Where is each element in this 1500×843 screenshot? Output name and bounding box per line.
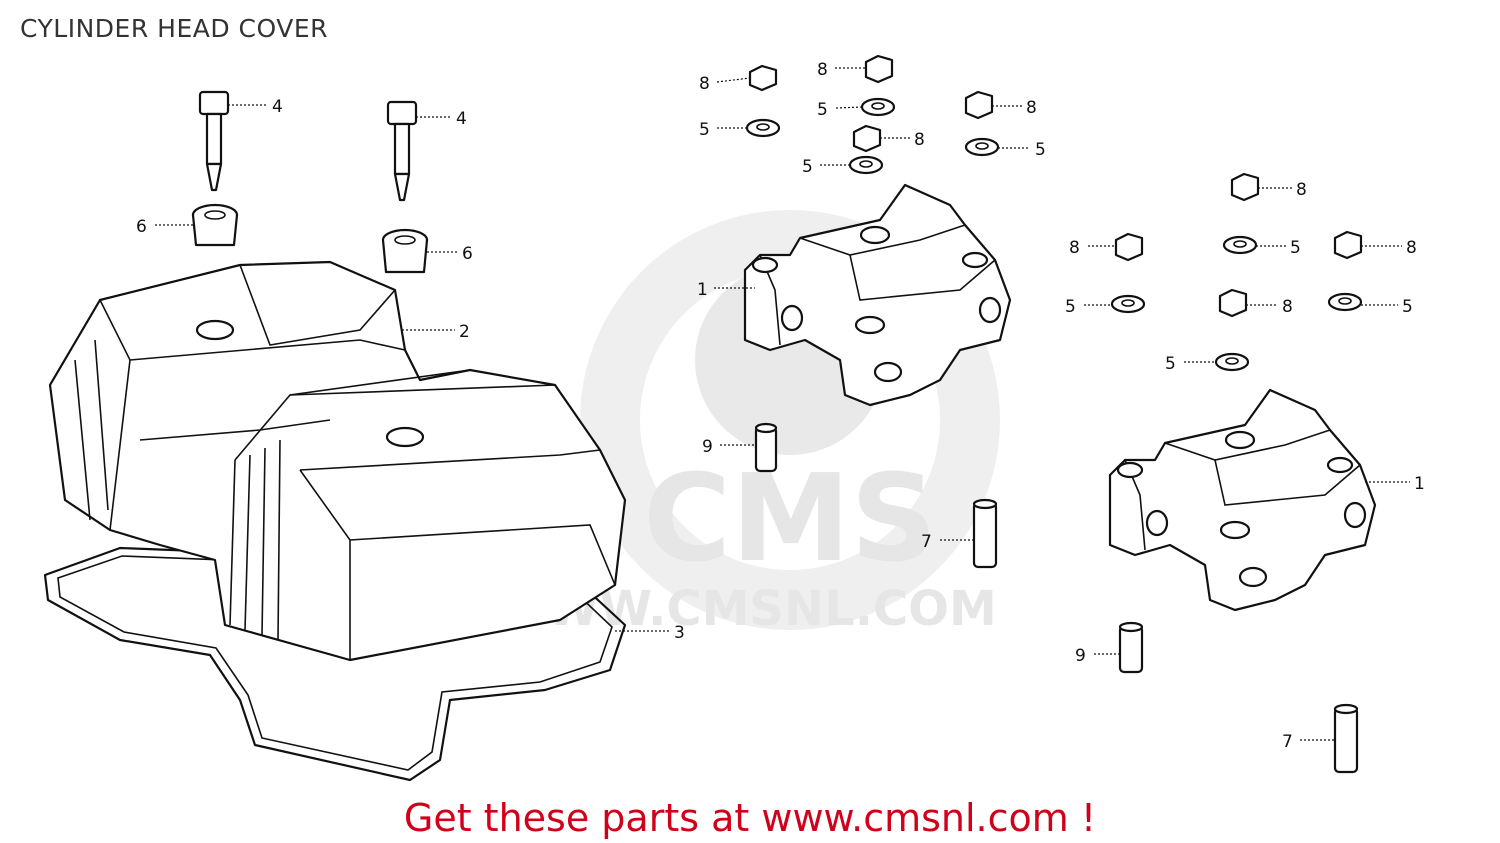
callout-8d: 8	[914, 130, 925, 150]
grommet-part-6-left[interactable]	[191, 203, 239, 247]
nut-part-8-e[interactable]	[1230, 172, 1260, 202]
diagram-title: CYLINDER HEAD COVER	[20, 14, 329, 43]
callout-6a: 6	[136, 217, 147, 237]
callouts: 4 4 6 6 2 3 8 8 5 5 8 8 5 5 1 9 7 8 8 5 …	[136, 60, 1425, 752]
callout-9b: 9	[1075, 646, 1086, 666]
callout-7b: 7	[1282, 732, 1293, 752]
rocker-holder-part-1-lower[interactable]	[1108, 388, 1377, 612]
watermark-brand: CMS	[643, 450, 937, 589]
callout-3: 3	[674, 623, 685, 643]
dowel-pin-part-9-a[interactable]	[754, 422, 778, 473]
nut-part-8-b[interactable]	[864, 54, 894, 84]
callout-4a: 4	[272, 97, 283, 117]
callout-5f: 5	[1065, 297, 1076, 317]
bolt-part-4-right[interactable]	[386, 100, 418, 202]
bolt-part-4-left[interactable]	[198, 90, 230, 192]
callout-6b: 6	[462, 244, 473, 264]
callout-8c: 8	[1026, 98, 1037, 118]
grommet-part-6-right[interactable]	[381, 228, 429, 274]
callout-5g: 5	[1402, 297, 1413, 317]
callout-8g: 8	[1406, 238, 1417, 258]
callout-5a: 5	[699, 120, 710, 140]
rocker-holder-part-1-upper[interactable]	[743, 183, 1012, 407]
callout-8b: 8	[817, 60, 828, 80]
washer-part-5-h[interactable]	[1214, 352, 1250, 372]
dowel-pin-part-7-a[interactable]	[972, 498, 998, 569]
washer-part-5-c[interactable]	[964, 137, 1000, 157]
washer-part-5-a[interactable]	[745, 118, 781, 138]
callout-5c: 5	[1035, 140, 1046, 160]
callout-5d: 5	[802, 157, 813, 177]
callout-5b: 5	[817, 100, 828, 120]
callout-8a: 8	[699, 74, 710, 94]
callout-2: 2	[459, 322, 470, 342]
nut-part-8-c[interactable]	[964, 90, 994, 120]
callout-1b: 1	[1414, 474, 1425, 494]
washer-part-5-g[interactable]	[1327, 292, 1363, 312]
callout-1a: 1	[697, 280, 708, 300]
nut-part-8-f[interactable]	[1114, 232, 1144, 262]
dowel-pin-part-9-b[interactable]	[1118, 621, 1144, 674]
callout-9a: 9	[702, 437, 713, 457]
washer-part-5-b[interactable]	[860, 97, 896, 117]
washer-part-5-e[interactable]	[1222, 235, 1258, 255]
dowel-pin-part-7-b[interactable]	[1333, 703, 1359, 774]
promo-link[interactable]: Get these parts at www.cmsnl.com !	[403, 796, 1097, 840]
callout-4b: 4	[456, 109, 467, 129]
washer-part-5-f[interactable]	[1110, 294, 1146, 314]
callout-8e: 8	[1296, 180, 1307, 200]
callout-7a: 7	[921, 532, 932, 552]
leader-lines	[155, 67, 1410, 741]
nut-part-8-g[interactable]	[1333, 230, 1363, 260]
nut-part-8-h[interactable]	[1218, 288, 1248, 318]
callout-5h: 5	[1165, 354, 1176, 374]
nut-part-8-a[interactable]	[748, 64, 778, 92]
head-cover-part-2[interactable]	[48, 260, 627, 662]
washer-part-5-d[interactable]	[848, 155, 884, 175]
nut-part-8-d[interactable]	[852, 124, 882, 153]
callout-5e: 5	[1290, 238, 1301, 258]
callout-8f: 8	[1069, 238, 1080, 258]
callout-8h: 8	[1282, 297, 1293, 317]
